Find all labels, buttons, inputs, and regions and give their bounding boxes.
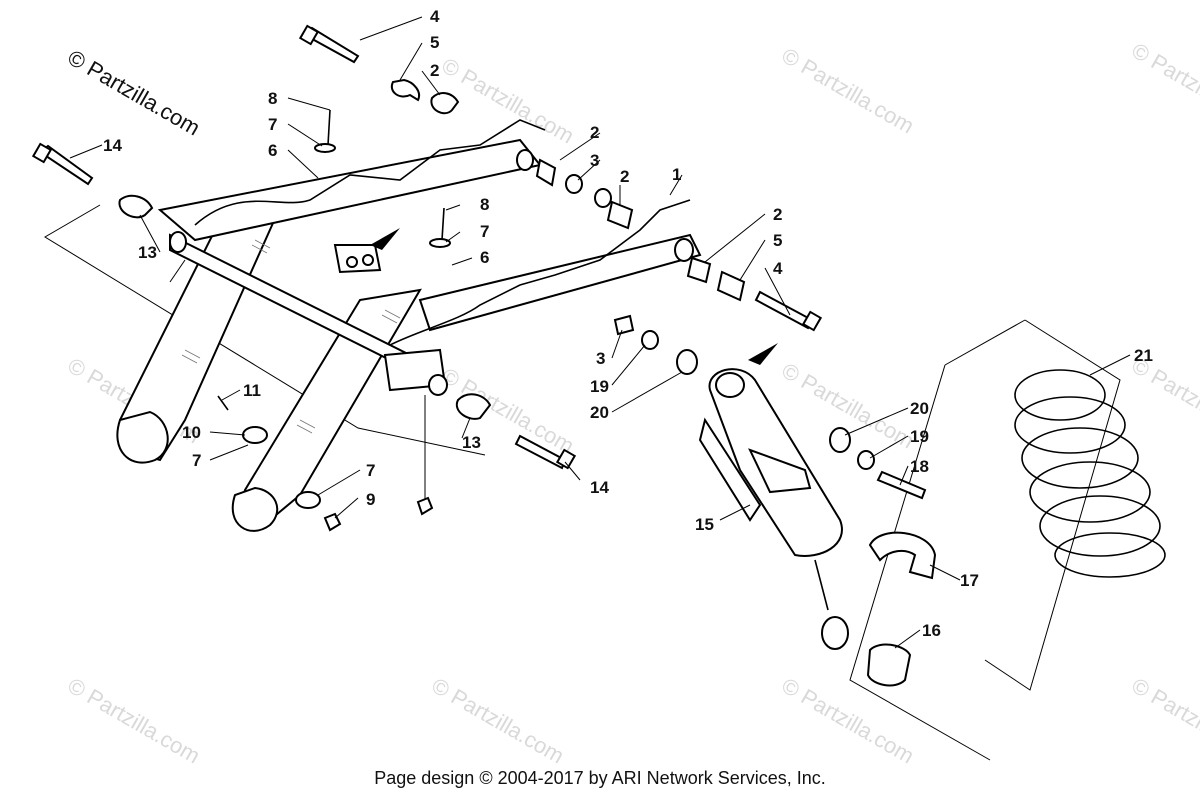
callout-19: 19: [910, 427, 929, 446]
callout-10: 10: [182, 423, 201, 442]
callout-9: 9: [366, 490, 375, 509]
callout-2: 2: [773, 205, 782, 224]
callout-5: 5: [773, 231, 782, 250]
callout-20: 20: [590, 403, 609, 422]
callout-19: 19: [590, 377, 609, 396]
callout-6: 6: [480, 248, 489, 267]
callout-13: 13: [138, 243, 157, 262]
callout-11: 11: [243, 381, 261, 400]
callout-14: 14: [103, 136, 122, 155]
watermark-main: © Partzilla.com: [64, 45, 205, 141]
callout-8: 8: [480, 195, 489, 214]
watermark-layer: © Partzilla.com © Partzilla.com © Partzi…: [64, 38, 1200, 769]
callout-20: 20: [910, 399, 929, 418]
callout-7: 7: [268, 115, 277, 134]
hardware-bottom: [217, 393, 577, 532]
callout-7: 7: [366, 461, 375, 480]
callout-7: 7: [480, 222, 489, 241]
watermark: © Partzilla.com: [438, 53, 579, 149]
callout-16: 16: [922, 621, 941, 640]
callout-8: 8: [268, 89, 277, 108]
watermark: © Partzilla.com: [1128, 673, 1200, 769]
callout-3: 3: [590, 151, 599, 170]
watermark: © Partzilla.com: [1128, 353, 1200, 449]
callout-4: 4: [773, 259, 783, 278]
coil-spring: [1014, 369, 1166, 578]
callout-1: 1: [672, 165, 681, 184]
callout-3: 3: [596, 349, 605, 368]
callout-18: 18: [910, 457, 929, 476]
callout-labels: 4 5 2 8 7 6 14 13 2 3 2 1 8 7 6 2 5 4 11…: [103, 7, 1153, 640]
callout-2: 2: [430, 61, 439, 80]
hardware-top: [31, 24, 823, 332]
callout-17: 17: [960, 571, 979, 590]
watermark: © Partzilla.com: [778, 673, 919, 769]
callout-4: 4: [430, 7, 440, 26]
callout-14: 14: [590, 478, 609, 497]
swing-arm: [116, 119, 778, 532]
watermark: © Partzilla.com: [1128, 38, 1200, 134]
callout-13: 13: [462, 433, 481, 452]
callout-2: 2: [620, 167, 629, 186]
callout-2: 2: [590, 123, 599, 142]
callout-21: 21: [1134, 346, 1153, 365]
watermark: © Partzilla.com: [778, 43, 919, 139]
leader-lines: [69, 16, 1131, 649]
callout-7: 7: [192, 451, 201, 470]
watermark: © Partzilla.com: [64, 673, 205, 769]
callout-5: 5: [430, 33, 439, 52]
shock-absorber: [613, 314, 937, 687]
watermark: © Partzilla.com: [428, 673, 569, 769]
callout-6: 6: [268, 141, 277, 160]
callout-15: 15: [695, 515, 714, 534]
copyright-footer: Page design © 2004-2017 by ARI Network S…: [374, 768, 826, 788]
